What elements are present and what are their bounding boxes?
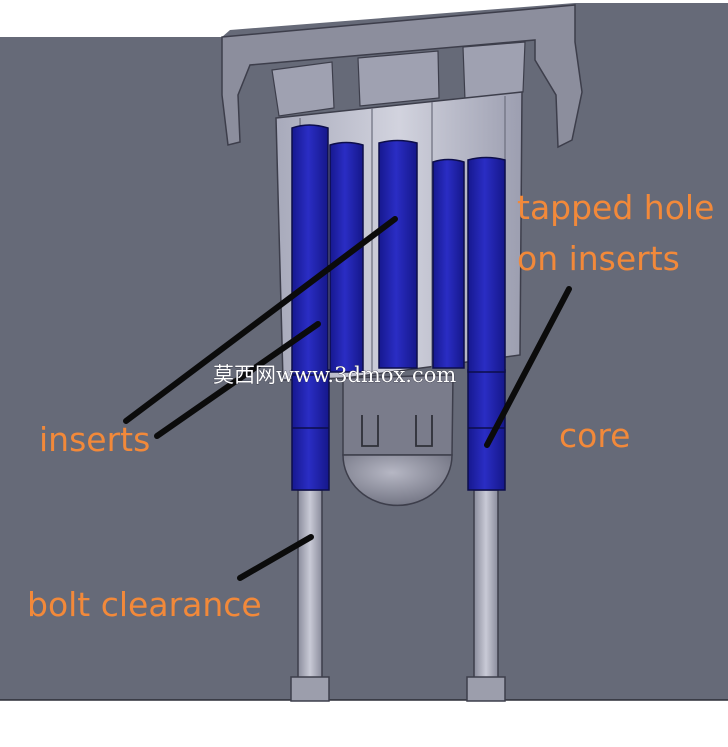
insert-3 <box>378 139 418 369</box>
bolt-clearance-right <box>473 489 499 679</box>
cavity-head-left <box>271 61 335 117</box>
bolt-clearance-left <box>297 489 323 679</box>
insert-4 <box>432 158 465 369</box>
leader-inserts-b <box>154 321 321 439</box>
cavity-head-mid <box>357 50 440 107</box>
insert-1 <box>291 124 329 376</box>
label-tapped-hole-line1: tapped hole <box>517 188 714 227</box>
label-tapped-hole-line2: on inserts <box>517 239 680 278</box>
cavity-head-right <box>462 41 526 101</box>
watermark-text: 莫西网www.3dmox.com <box>213 363 456 387</box>
gate-block <box>342 374 454 456</box>
leader-tapped-hole <box>484 286 572 448</box>
insert-lower-left <box>291 369 330 491</box>
bolt-head-right <box>466 676 506 702</box>
mold-cap <box>221 4 583 149</box>
label-inserts: inserts <box>39 420 150 459</box>
label-bolt-clearance: bolt clearance <box>27 585 262 624</box>
gate-notch-left <box>361 415 379 447</box>
gate-dome <box>342 454 453 507</box>
leader-inserts-a <box>123 216 398 424</box>
insert-lower-right <box>467 369 506 491</box>
background-strip <box>0 701 728 747</box>
gate-notch-right <box>415 415 433 447</box>
label-core: core <box>559 416 630 455</box>
leader-bolt-clearance <box>237 534 314 581</box>
insert-5 <box>467 156 506 373</box>
bolt-head-left <box>290 676 330 702</box>
